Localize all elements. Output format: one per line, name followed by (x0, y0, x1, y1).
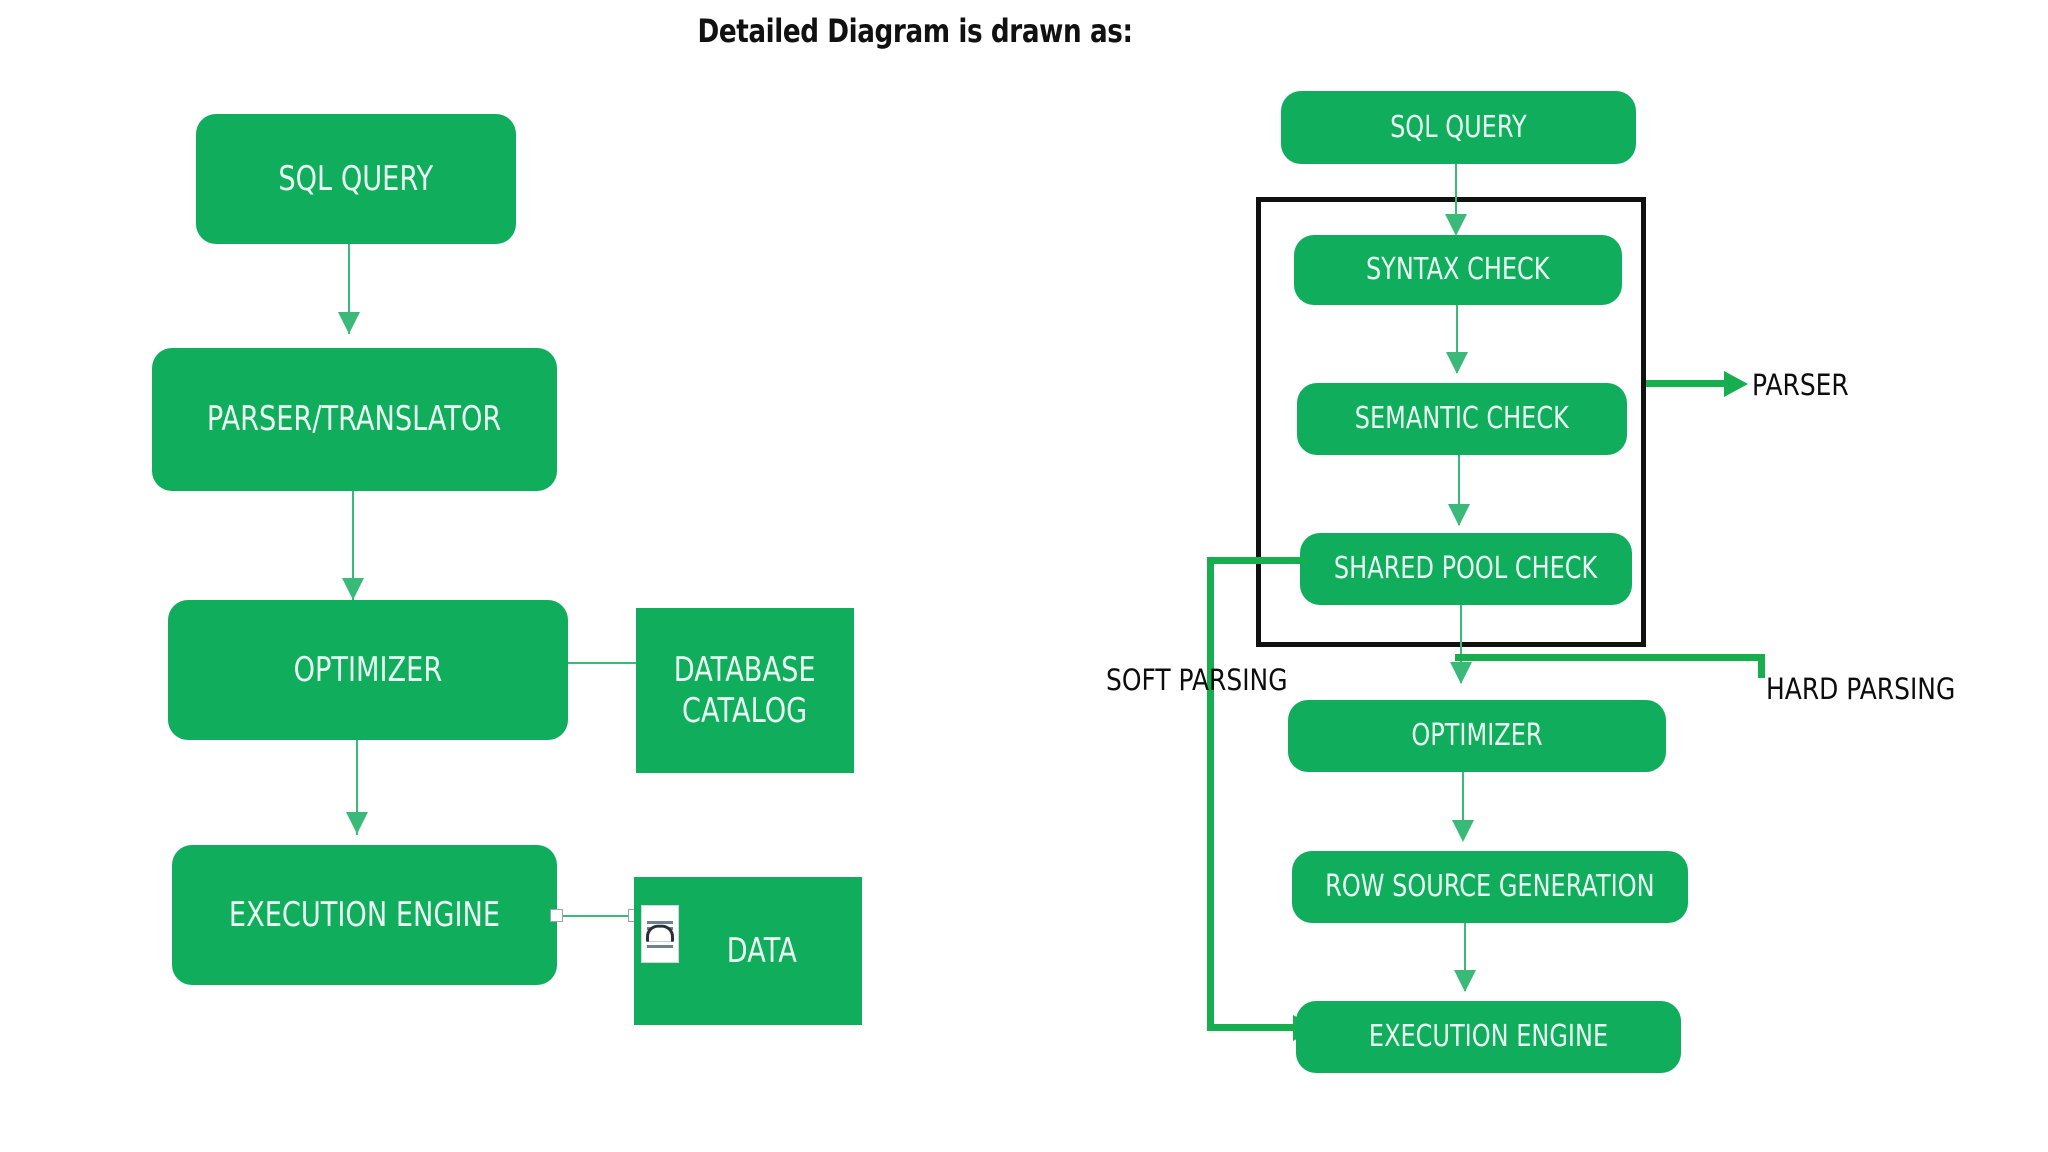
page-title: Detailed Diagram is drawn as: (697, 12, 1133, 50)
node-syntax-check[interactable]: SYNTAX CHECK (1294, 235, 1622, 305)
edge-semantic-check-to-shared-pool-check (1458, 455, 1460, 525)
soft-parsing-label: SOFT PARSING (1106, 663, 1288, 697)
parser-label: PARSER (1752, 368, 1849, 402)
document-icon (641, 905, 679, 963)
arrowhead-icon (1454, 970, 1476, 992)
node-label: PARSER/TRANSLATOR (207, 399, 502, 440)
arrowhead-icon (1448, 504, 1470, 526)
soft-parsing-route-top (1207, 557, 1307, 564)
node-label: OPTIMIZER (1411, 718, 1543, 754)
edge-parser-translator-to-optimizer (352, 491, 354, 601)
arrowhead-icon (1450, 662, 1472, 684)
arrowhead-icon (342, 578, 364, 600)
parser-group-frame (1256, 197, 1646, 647)
hard-parsing-route-line (1455, 654, 1765, 661)
node-parser-translator[interactable]: PARSER/TRANSLATOR (152, 348, 557, 491)
parser-annotation-line (1646, 380, 1726, 387)
soft-parsing-route-vertical (1207, 557, 1214, 1031)
arrowhead-icon (1446, 352, 1468, 374)
node-label: ROW SOURCE GENERATION (1325, 869, 1655, 905)
node-sql-query[interactable]: SQL QUERY (196, 114, 516, 244)
parser-arrow-icon (1724, 371, 1748, 397)
node-label: DATABASE CATALOG (674, 650, 816, 731)
node-label: SQL QUERY (1390, 109, 1527, 145)
node-execution-engine-2[interactable]: EXECUTION ENGINE (1296, 1001, 1681, 1073)
node-label: SHARED POOL CHECK (1334, 551, 1598, 587)
node-row-source-generation[interactable]: ROW SOURCE GENERATION (1292, 851, 1688, 923)
node-shared-pool-check[interactable]: SHARED POOL CHECK (1300, 533, 1632, 605)
edge-sql-query-2-to-syntax-check (1455, 164, 1457, 227)
edge-optimizer-to-execution-engine (356, 740, 358, 835)
edge-execution-engine-to-data[interactable] (556, 915, 636, 917)
node-optimizer-2[interactable]: OPTIMIZER (1288, 700, 1666, 772)
node-label: DATA (726, 930, 797, 971)
node-label: EXECUTION ENGINE (228, 894, 501, 935)
node-label: OPTIMIZER (293, 649, 443, 690)
node-label: SYNTAX CHECK (1366, 252, 1550, 288)
node-optimizer[interactable]: OPTIMIZER (168, 600, 568, 740)
node-semantic-check[interactable]: SEMANTIC CHECK (1297, 383, 1627, 455)
edge-optimizer-2-to-row-source-generation (1462, 772, 1464, 840)
arrowhead-icon (1452, 820, 1474, 842)
arrowhead-icon (346, 812, 368, 834)
node-label: SQL QUERY (278, 158, 434, 199)
soft-parsing-route-bottom (1207, 1024, 1297, 1031)
node-execution-engine[interactable]: EXECUTION ENGINE (172, 845, 557, 985)
edge-sql-query-to-parser-translator (348, 244, 350, 334)
arrowhead-icon (1445, 214, 1467, 236)
node-database-catalog[interactable]: DATABASE CATALOG (636, 608, 854, 773)
edge-shared-pool-check-to-optimizer-2 (1460, 605, 1462, 683)
hard-parsing-route-hook (1758, 654, 1765, 678)
node-sql-query-2[interactable]: SQL QUERY (1281, 91, 1636, 164)
hard-parsing-label: HARD PARSING (1766, 672, 1956, 706)
node-label: SEMANTIC CHECK (1354, 401, 1570, 437)
connector-handle-start[interactable] (550, 909, 563, 922)
node-label: EXECUTION ENGINE (1368, 1019, 1609, 1055)
edge-row-source-generation-to-execution-engine-2 (1464, 923, 1466, 991)
arrowhead-icon (338, 312, 360, 334)
edge-optimizer-to-database-catalog (568, 662, 636, 664)
edge-syntax-check-to-semantic-check (1456, 305, 1458, 373)
